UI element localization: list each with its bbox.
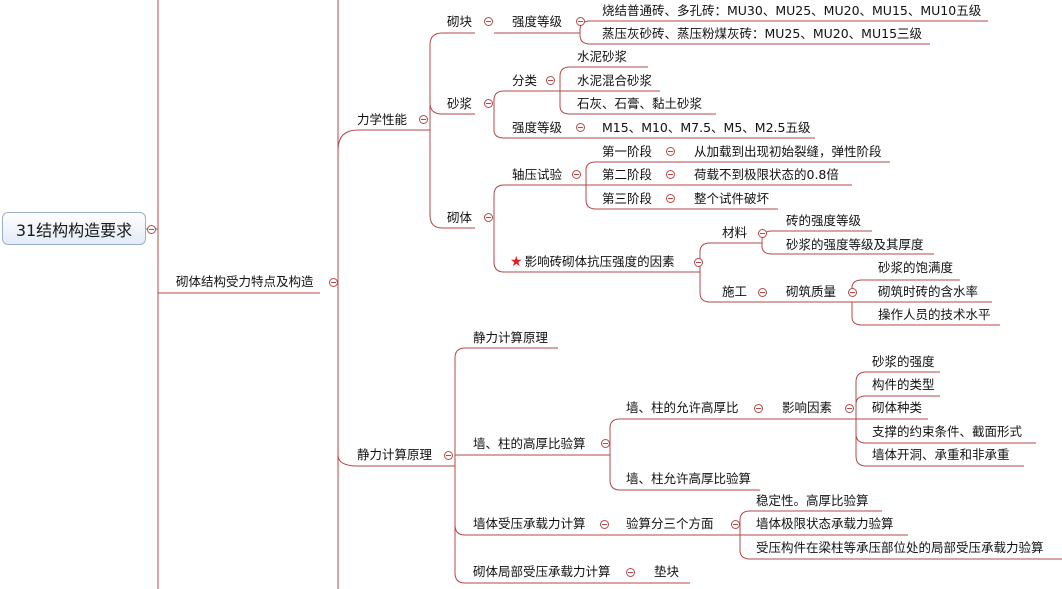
collapse-icon[interactable]	[848, 288, 857, 297]
brick-grade-item[interactable]: 烧结普通砖、多孔砖：MU30、MU25、MU20、MU15、MU10五级	[602, 3, 982, 18]
test-node[interactable]: 轴压试验	[512, 167, 563, 182]
principle-node[interactable]: 静力计算原理	[473, 330, 549, 345]
aspect-item[interactable]: 受压构件在梁柱等承压部位处的局部受压承载力验算	[756, 540, 1044, 555]
check-node[interactable]: 墙、柱允许高厚比验算	[626, 471, 752, 486]
collapse-icon[interactable]	[666, 194, 675, 203]
branch-node[interactable]: 砌体结构受力特点及构造	[176, 274, 314, 289]
stage-name[interactable]: 第一阶段	[602, 144, 653, 159]
mortar-type-item[interactable]: 石灰、石膏、黏土砂浆	[577, 96, 703, 111]
collapse-icon[interactable]	[444, 451, 453, 460]
stage-name[interactable]: 第三阶段	[602, 191, 653, 206]
material-item[interactable]: 砖的强度等级	[786, 213, 862, 228]
collapse-icon[interactable]	[546, 76, 555, 85]
influence-node[interactable]: 影响因素	[782, 400, 833, 415]
aspect-node[interactable]: 验算分三个方面	[626, 516, 714, 531]
collapse-icon[interactable]	[626, 568, 635, 577]
stage-desc[interactable]: 从加载到出现初始裂缝，弹性阶段	[694, 144, 882, 159]
brick-node[interactable]: 砌块	[447, 14, 473, 29]
collapse-icon[interactable]	[601, 439, 610, 448]
root-node[interactable]: 31结构构造要求	[2, 212, 146, 245]
collapse-icon[interactable]	[329, 278, 338, 287]
hw-node[interactable]: 墙、柱的高厚比验算	[473, 436, 586, 451]
brick-grade-node[interactable]: 强度等级	[512, 14, 563, 29]
collapse-icon[interactable]	[666, 147, 675, 156]
collapse-icon[interactable]	[484, 17, 493, 26]
stage-desc[interactable]: 荷载不到极限状态的0.8倍	[694, 167, 839, 182]
mech-node[interactable]: 力学性能	[357, 112, 408, 127]
stage-name[interactable]: 第二阶段	[602, 167, 653, 182]
influence-item[interactable]: 砂浆的强度	[872, 354, 935, 369]
collapse-icon[interactable]	[845, 404, 854, 413]
stage-desc[interactable]: 整个试件破坏	[694, 191, 770, 206]
pad-node[interactable]: 垫块	[654, 564, 680, 579]
quality-item[interactable]: 砂浆的饱满度	[878, 260, 954, 275]
star-icon: ★	[510, 254, 523, 270]
mortar-grade-item[interactable]: M15、M10、M7.5、M5、M2.5五级	[602, 120, 811, 135]
mortar-grade-node[interactable]: 强度等级	[512, 120, 563, 135]
collapse-icon[interactable]	[758, 288, 767, 297]
static-node[interactable]: 静力计算原理	[357, 447, 433, 462]
influence-item[interactable]: 砌体种类	[872, 400, 923, 415]
quality-item[interactable]: 操作人员的技术水平	[878, 307, 991, 322]
influence-item[interactable]: 墙体开洞、承重和非承重	[872, 447, 1010, 462]
collapse-icon[interactable]	[754, 404, 763, 413]
collapse-icon[interactable]	[666, 170, 675, 179]
collapse-icon[interactable]	[576, 17, 585, 26]
factors-node[interactable]: ★影响砖砌体抗压强度的因素	[510, 254, 675, 270]
collapse-icon[interactable]	[694, 258, 703, 267]
influence-item[interactable]: 构件的类型	[872, 377, 935, 392]
factors-label: 影响砖砌体抗压强度的因素	[524, 254, 675, 269]
quality-item[interactable]: 砌筑时砖的含水率	[878, 284, 979, 299]
aspect-item[interactable]: 墙体极限状态承载力验算	[756, 516, 894, 531]
mortar-type-node[interactable]: 分类	[512, 73, 538, 88]
collapse-icon[interactable]	[147, 225, 156, 234]
collapse-icon[interactable]	[484, 99, 493, 108]
collapse-icon[interactable]	[572, 170, 581, 179]
quality-node[interactable]: 砌筑质量	[786, 284, 837, 299]
collapse-icon[interactable]	[758, 229, 767, 238]
collapse-icon[interactable]	[576, 123, 585, 132]
material-item[interactable]: 砂浆的强度等级及其厚度	[786, 237, 924, 252]
material-node[interactable]: 材料	[722, 225, 748, 240]
mortar-type-item[interactable]: 水泥砂浆	[577, 49, 628, 64]
collapse-icon[interactable]	[484, 213, 493, 222]
brick-grade-item[interactable]: 蒸压灰砂砖、蒸压粉煤灰砖：MU25、MU20、MU15三级	[602, 26, 923, 41]
mortar-node[interactable]: 砂浆	[447, 96, 473, 111]
collapse-icon[interactable]	[600, 520, 609, 529]
construction-node[interactable]: 施工	[722, 284, 748, 299]
masonry-node[interactable]: 砌体	[447, 210, 473, 225]
collapse-icon[interactable]	[419, 115, 428, 124]
collapse-icon[interactable]	[731, 520, 740, 529]
local-node[interactable]: 砌体局部受压承载力计算	[473, 564, 611, 579]
influence-item[interactable]: 支撑的约束条件、截面形式	[872, 424, 1023, 439]
allow-node[interactable]: 墙、柱的允许高厚比	[626, 400, 739, 415]
bearing-node[interactable]: 墙体受压承载力计算	[473, 516, 586, 531]
mortar-type-item[interactable]: 水泥混合砂浆	[577, 73, 653, 88]
aspect-item[interactable]: 稳定性。高厚比验算	[756, 493, 869, 508]
